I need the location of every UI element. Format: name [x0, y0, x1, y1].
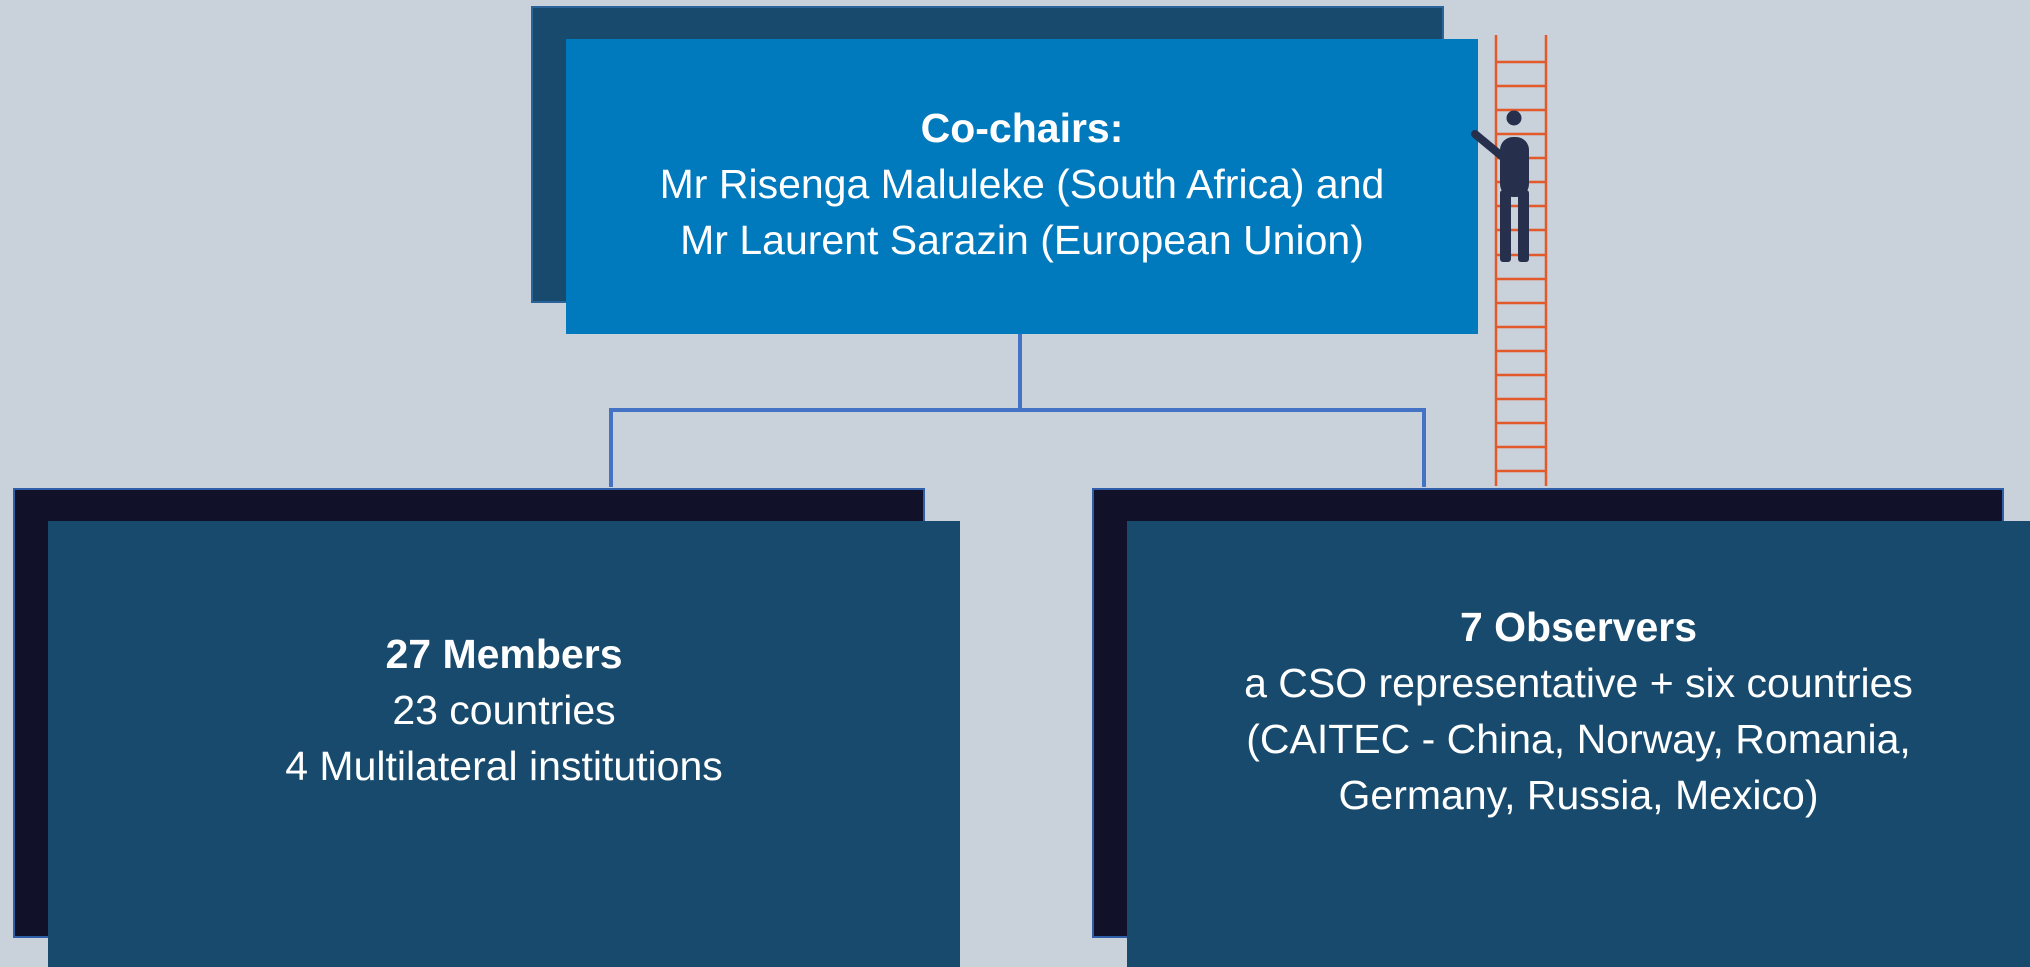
observers-line-3: Germany, Russia, Mexico): [1338, 772, 1819, 818]
members-institutions: 4 Multilateral institutions: [285, 743, 723, 789]
members-countries: 23 countries: [392, 687, 616, 733]
person-climbing-icon: [1471, 110, 1529, 262]
cochairs-name-1: Mr Risenga Maluleke (South Africa) and: [659, 161, 1385, 207]
members-title: 27 Members: [385, 631, 623, 677]
observers-box: 7 Observers a CSO representative + six c…: [1127, 521, 2030, 967]
cochairs-title: Co-chairs:: [920, 105, 1124, 151]
observers-line-1: a CSO representative + six countries: [1244, 660, 1913, 706]
members-text: 27 Members 23 countries 4 Multilateral i…: [48, 626, 960, 794]
cochairs-text: Co-chairs: Mr Risenga Maluleke (South Af…: [566, 100, 1478, 268]
members-box: 27 Members 23 countries 4 Multilateral i…: [48, 521, 960, 967]
cochairs-box: Co-chairs: Mr Risenga Maluleke (South Af…: [566, 39, 1478, 334]
observers-title: 7 Observers: [1459, 604, 1698, 650]
observers-text: 7 Observers a CSO representative + six c…: [1127, 599, 2030, 823]
cochairs-name-2: Mr Laurent Sarazin (European Union): [680, 217, 1364, 263]
observers-line-2: (CAITEC - China, Norway, Romania,: [1246, 716, 1911, 762]
